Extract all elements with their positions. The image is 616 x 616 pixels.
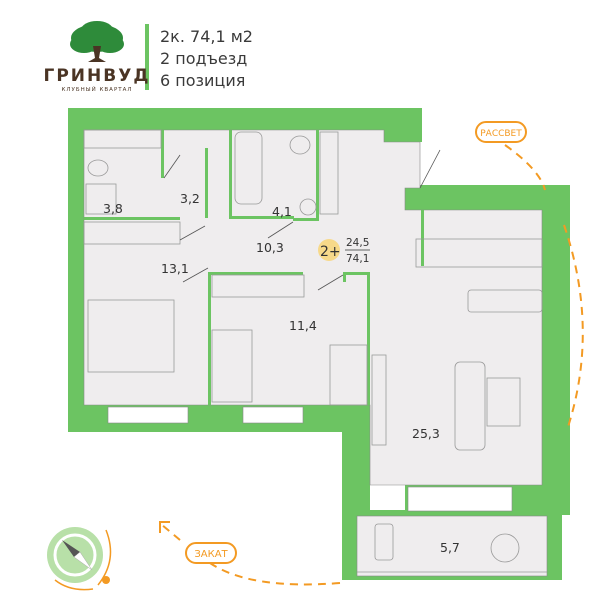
- bathtub: [234, 131, 263, 205]
- sunset-label-box: [185, 542, 237, 564]
- badge-label: 2+: [320, 244, 341, 260]
- rooms-badge: [318, 239, 340, 261]
- wardrobe-closet: [83, 221, 181, 245]
- sunrise-label-box: [475, 121, 527, 143]
- sofa: [454, 361, 486, 451]
- round-table: [490, 533, 520, 563]
- interior-walls: [84, 130, 424, 405]
- room-area-balcony: 5,7: [440, 540, 460, 555]
- bar-counter: [467, 289, 543, 313]
- room-area-bathroom-2: 4,1: [272, 204, 292, 219]
- lounger: [374, 523, 394, 561]
- sunrise-label: РАССВЕТ: [480, 129, 522, 139]
- apartment-info: 2к. 74,1 м2 2 подъезд 6 позиция: [160, 26, 253, 92]
- apartment-type-area: 2к. 74,1 м2: [160, 27, 253, 46]
- bed-double: [87, 299, 175, 373]
- room-area-wardrobe: 3,2: [180, 191, 200, 206]
- header-divider: [145, 24, 149, 90]
- brand-logo-text: ГРИНВУД: [43, 66, 151, 86]
- living-area: 24,5: [346, 237, 369, 249]
- room-area-bathroom-1: 3,8: [103, 201, 123, 216]
- furniture: [83, 129, 547, 573]
- tv-stand: [371, 354, 387, 446]
- compass-icon: [47, 527, 112, 591]
- shower: [85, 183, 117, 215]
- room-area-kitchen-living: 25,3: [412, 426, 440, 441]
- door-swings: [163, 149, 441, 291]
- sunset-label: ЗАКАТ: [194, 549, 228, 560]
- bed-single: [211, 329, 253, 403]
- sun-path: [159, 121, 584, 586]
- kitchen-counter: [415, 238, 543, 268]
- room-area-bedroom-2: 11,4: [289, 318, 317, 333]
- washing-machine: [299, 198, 317, 216]
- toilet: [87, 159, 109, 177]
- desk: [329, 344, 368, 406]
- position-number: 6 позиция: [160, 71, 246, 90]
- entrance-number: 2 подъезд: [160, 49, 248, 68]
- dining-table: [486, 377, 521, 427]
- windows: [107, 406, 513, 512]
- brand-subtitle: КЛУБНЫЙ КВАРТАЛ: [61, 87, 133, 93]
- closet: [211, 274, 305, 298]
- balcony-floor: [356, 515, 548, 577]
- room-area-bedroom-1: 13,1: [161, 261, 189, 276]
- total-area: 74,1: [346, 253, 369, 265]
- room-area-hall: 10,3: [256, 240, 284, 255]
